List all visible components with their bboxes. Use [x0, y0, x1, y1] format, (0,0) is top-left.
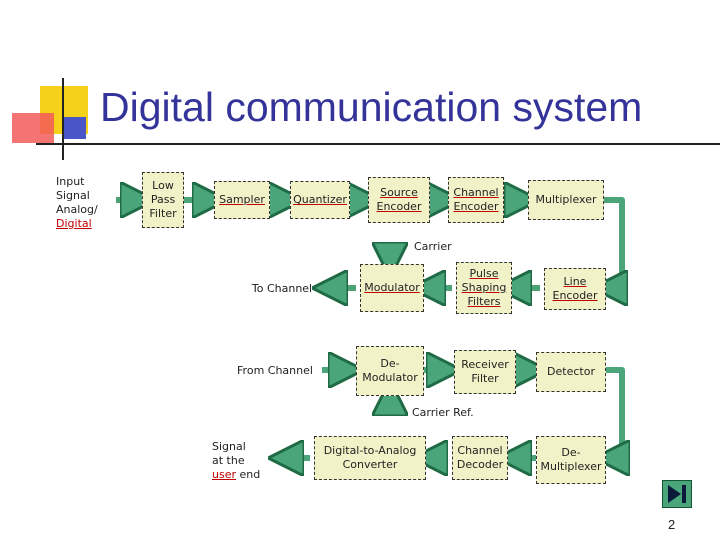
quantizer-block: Quantizer [290, 181, 350, 219]
input-signal-line1: Input [56, 175, 85, 188]
receiver-filter-block: Receiver Filter [454, 350, 516, 394]
slide-title: Digital communication system [100, 84, 643, 130]
signal-user-end: end [236, 468, 261, 481]
low-pass-filter-block: Low Pass Filter [142, 172, 184, 228]
end-icon-glyph [668, 485, 686, 503]
title-decoration-red [12, 113, 54, 143]
source-encoder-block: Source Encoder [368, 177, 430, 223]
title-decoration-blue [62, 117, 86, 139]
to-channel-text: To Channel [251, 282, 313, 295]
arrow-multiplexer-to-line-encoder [603, 197, 622, 288]
modulator-block: Modulator [360, 264, 424, 312]
pulse-shaping-filters-label: Pulse Shaping Filters [461, 267, 507, 308]
line-encoder-block: Line Encoder [544, 268, 606, 310]
source-encoder-label: Source Encoder [376, 186, 422, 213]
page-number: 2 [668, 517, 676, 532]
demultiplexer-label: De- Multiplexer [540, 446, 602, 473]
channel-encoder-label: Channel Encoder [453, 186, 499, 213]
input-signal-line4: Digital [56, 217, 92, 230]
arrow-detector-to-demultiplexer [606, 367, 622, 458]
input-signal-label: Input Signal Analog/ Digital [56, 172, 104, 234]
multiplexer-block: Multiplexer [528, 180, 604, 220]
line-encoder-label: Line Encoder [552, 275, 598, 302]
dac-label: Digital-to-Analog Converter [323, 444, 417, 471]
to-channel-label: To Channel [242, 280, 322, 298]
carrier-label: Carrier [414, 240, 452, 253]
multiplexer-label: Multiplexer [535, 193, 597, 206]
pulse-shaping-filters-block: Pulse Shaping Filters [456, 262, 512, 314]
low-pass-filter-label: Low Pass Filter [149, 179, 177, 220]
input-signal-line2: Signal [56, 189, 90, 202]
signal-user-line3: user end [212, 468, 260, 482]
detector-label: Detector [547, 365, 595, 378]
receiver-filter-label: Receiver Filter [461, 358, 509, 385]
carrier-ref-label: Carrier Ref. [412, 406, 474, 419]
demultiplexer-block: De- Multiplexer [536, 436, 606, 484]
sampler-block: Sampler [214, 181, 270, 219]
title-decoration-hline [36, 143, 720, 145]
signal-at-user-label: Signal at the user end [212, 436, 274, 486]
digital-to-analog-converter-block: Digital-to-Analog Converter [314, 436, 426, 480]
signal-user-line1: Signal [212, 440, 246, 453]
signal-user-word: user [212, 468, 236, 481]
input-signal-line3: Analog/ [56, 203, 98, 216]
from-channel-text: From Channel [237, 364, 313, 377]
channel-decoder-block: Channel Decoder [452, 436, 508, 480]
title-decoration-vline [62, 78, 64, 160]
channel-encoder-block: Channel Encoder [448, 177, 504, 223]
detector-block: Detector [536, 352, 606, 392]
modulator-label: Modulator [364, 281, 420, 294]
quantizer-label: Quantizer [293, 193, 347, 206]
channel-decoder-label: Channel Decoder [456, 444, 504, 471]
demodulator-block: De- Modulator [356, 346, 424, 396]
signal-user-line2: at the [212, 454, 245, 467]
from-channel-label: From Channel [228, 362, 322, 380]
end-of-show-icon[interactable] [662, 480, 692, 508]
demodulator-label: De- Modulator [362, 357, 418, 384]
sampler-label: Sampler [219, 193, 265, 206]
